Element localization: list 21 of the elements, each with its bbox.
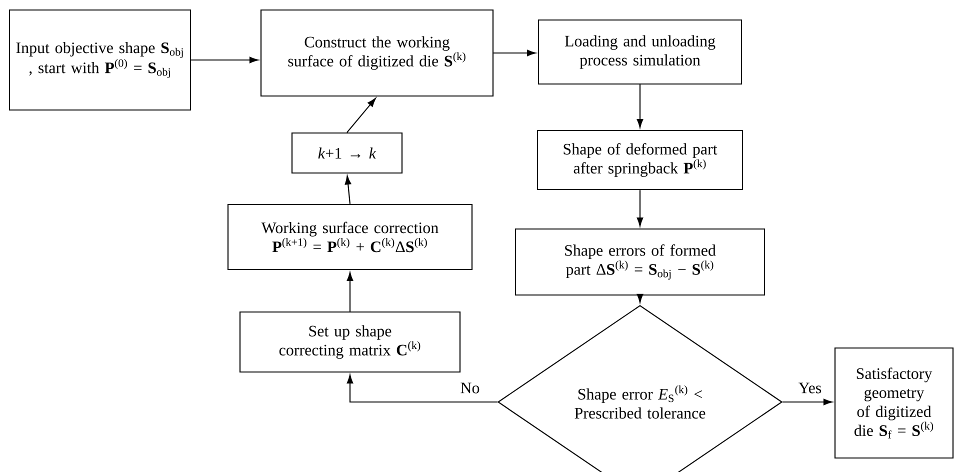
arrow (346, 374, 498, 403)
process-box: Loading and unloading process simulation (538, 19, 742, 85)
arrow (344, 176, 352, 204)
arrow (494, 50, 536, 56)
process-box: Input objective shape S$_{obj}$ , start with P$^{(0)}$ = S$_{obj}$ (8, 9, 192, 111)
edge-label: No (459, 382, 481, 394)
edge-label: Yes (797, 382, 823, 394)
arrow (346, 272, 354, 312)
arrow (636, 190, 644, 226)
process-box: Satisfactory geometry of digitized die S$_{f}$ = S$^{(k)}$ (834, 347, 954, 459)
process-box: Working surface correction P$^{(k+1)}$ = P$^{(k)}$ + C$^{(k)}$ΔS$^{(k)}$ (227, 204, 473, 270)
process-box: Construct the working surface of digitized die S$^{(k)}$ (260, 9, 494, 97)
arrow (191, 56, 258, 64)
process-box: k+1 → k (291, 132, 403, 174)
arrow (636, 84, 644, 128)
arrow (782, 398, 832, 406)
arrow (636, 294, 644, 303)
process-box: Shape of deformed part after springback P$^{(k)}$ (536, 130, 744, 190)
arrow (346, 98, 376, 133)
process-box: Shape errors of formed part ΔS$^{(k)}$ = S$_{obj}$ − S$^{(k)}$ (514, 228, 766, 296)
process-box: Set up shape correcting matrix C$^{(k)}$ (239, 311, 461, 373)
